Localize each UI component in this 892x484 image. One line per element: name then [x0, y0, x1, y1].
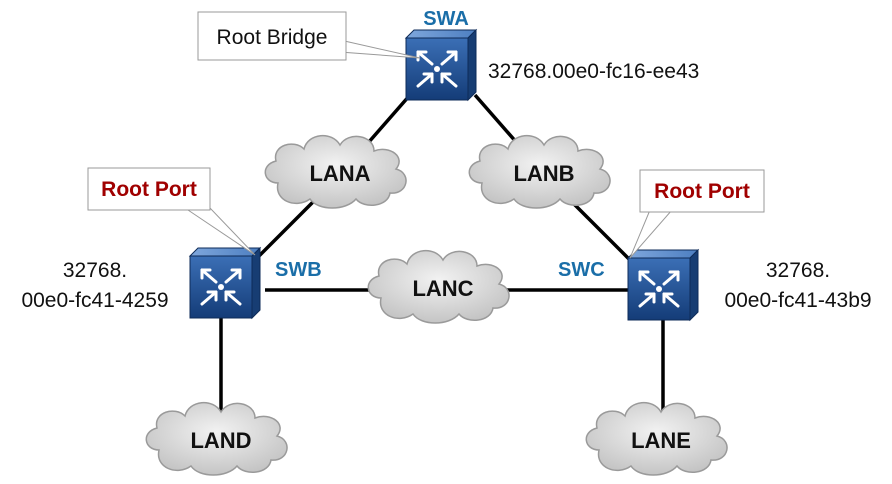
callout-root-bridge: Root Bridge [197, 11, 421, 61]
lan-cloud-land: LAND [145, 401, 288, 476]
callout-root-port-swb: Root Port [87, 167, 256, 256]
bridge-id-swb-line1: 32768. [63, 259, 127, 282]
callout-label: Root Port [654, 180, 750, 203]
switch-swb [188, 246, 262, 320]
callout-label: Root Bridge [217, 26, 328, 49]
switch-name-swb: SWB [275, 259, 322, 281]
lan-cloud-lanc: LANC [367, 249, 510, 324]
lan-label: LAND [190, 428, 251, 453]
switch-icon [188, 246, 262, 320]
switch-name-swa: SWA [423, 8, 469, 30]
lan-label: LANE [631, 428, 691, 453]
switch-swa [404, 28, 478, 102]
callout-root-port-swc: Root Port [629, 169, 765, 259]
switch-swc [626, 248, 700, 322]
callout-label: Root Port [101, 178, 197, 201]
switch-icon [404, 28, 478, 102]
bridge-id-swa: 32768.00e0-fc16-ee43 [488, 60, 699, 83]
bridge-id-swc-line2: 00e0-fc41-43b9 [724, 289, 871, 312]
switch-icon [626, 248, 700, 322]
switch-name-swc: SWC [558, 259, 605, 281]
lan-cloud-lane: LANE [585, 401, 728, 476]
lan-cloud-lanb: LANB [468, 134, 611, 209]
lan-label: LANC [412, 276, 473, 301]
bridge-id-swc-line1: 32768. [766, 259, 830, 282]
bridge-id-swb-line2: 00e0-fc41-4259 [21, 289, 168, 312]
lan-cloud-lana: LANA [264, 134, 407, 209]
lan-label: LANB [513, 161, 574, 186]
lan-label: LANA [309, 161, 370, 186]
